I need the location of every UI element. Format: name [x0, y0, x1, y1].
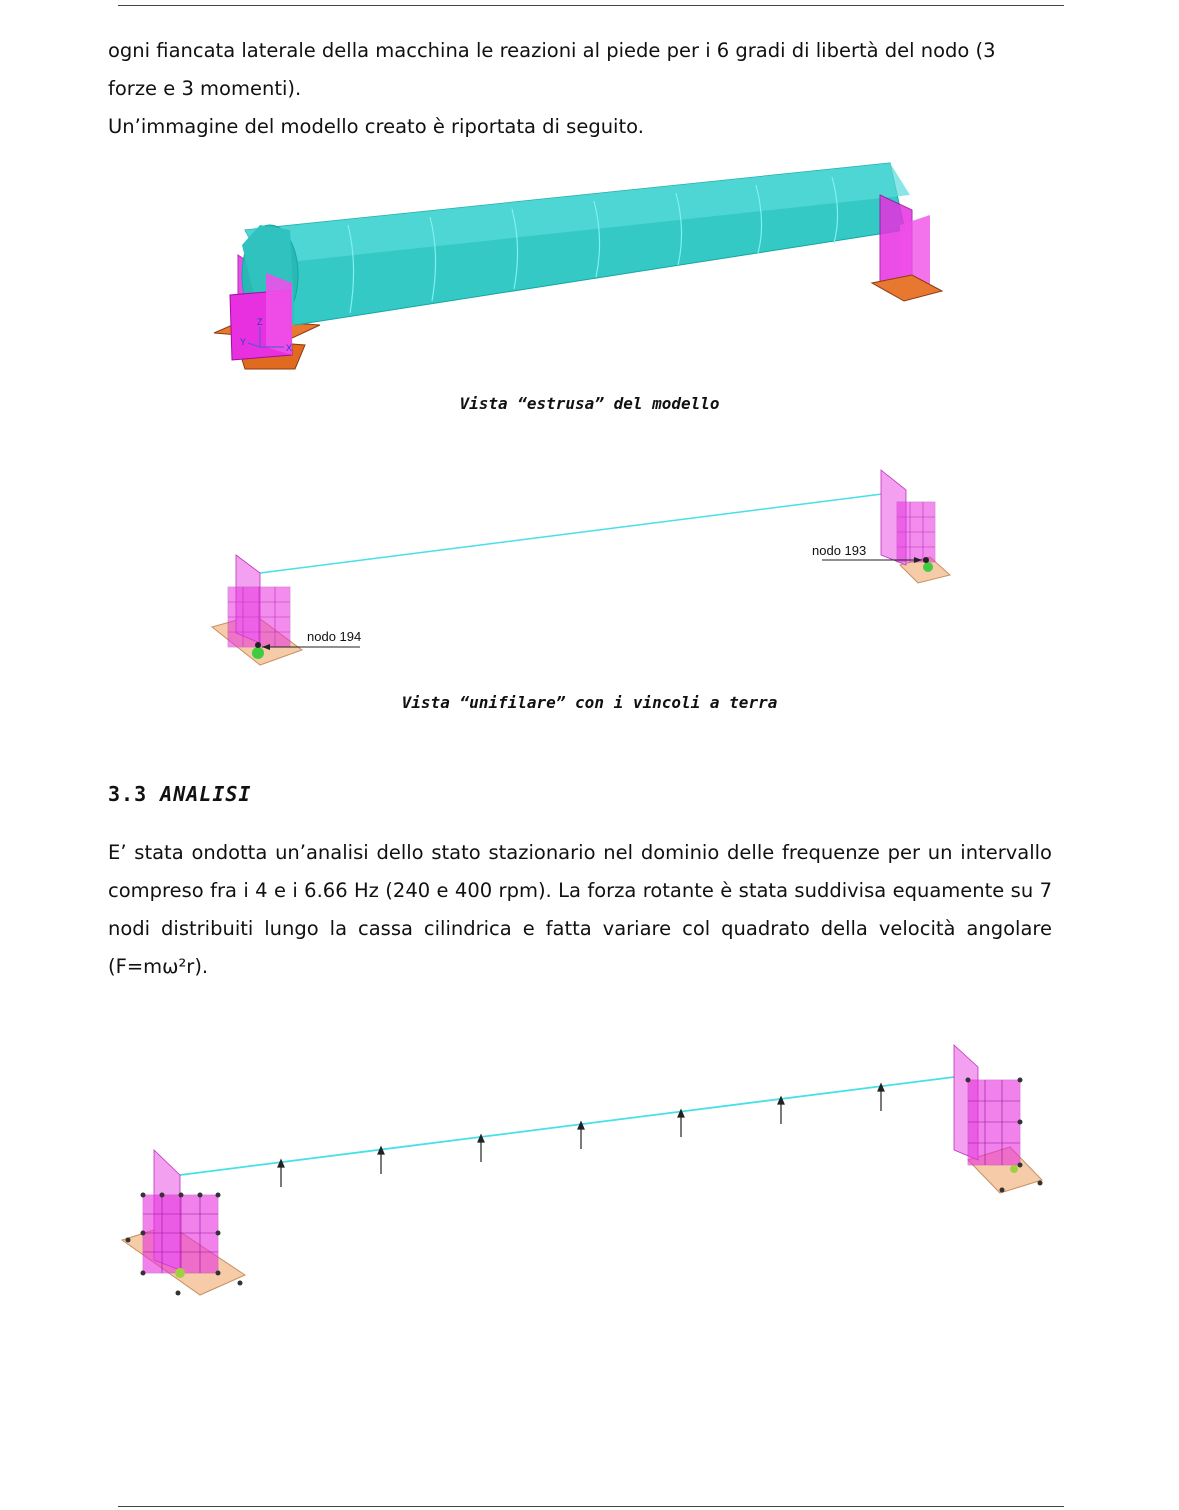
section-heading: 3.3 ANALISI — [108, 782, 251, 806]
header-rule — [118, 5, 1064, 6]
paragraph-analysis: E’ stata ondotta un’analisi dello stato … — [108, 841, 1052, 978]
figure-wireframe-constraints: nodo 194 nodo 193 — [210, 469, 952, 666]
paragraph-line-1: ogni fiancata laterale della macchina le… — [108, 39, 996, 62]
section-number: 3.3 — [108, 782, 148, 806]
axis-y-label: Y — [240, 337, 246, 347]
paragraph-line-2: forze e 3 momenti). — [108, 77, 302, 100]
footer-rule — [118, 1506, 1064, 1507]
caption-wireframe: Vista “unifilare” con i vincoli a terra — [401, 693, 778, 712]
axis-z-label: Z — [257, 317, 263, 327]
paragraph-continued: ogni fiancata laterale della macchina le… — [108, 32, 1052, 146]
figure-rotating-force-nodes — [120, 1044, 1043, 1296]
figure-extruded-model: X Z Y — [213, 162, 944, 370]
node-193-label: nodo 193 — [812, 543, 866, 558]
node-194-label: nodo 194 — [307, 629, 361, 644]
paragraph-intro: Un’immagine del modello creato è riporta… — [108, 115, 644, 138]
axis-x-label: X — [286, 343, 292, 353]
section-title: ANALISI — [160, 782, 252, 806]
caption-extruded: Vista “estrusa” del modello — [459, 394, 720, 413]
